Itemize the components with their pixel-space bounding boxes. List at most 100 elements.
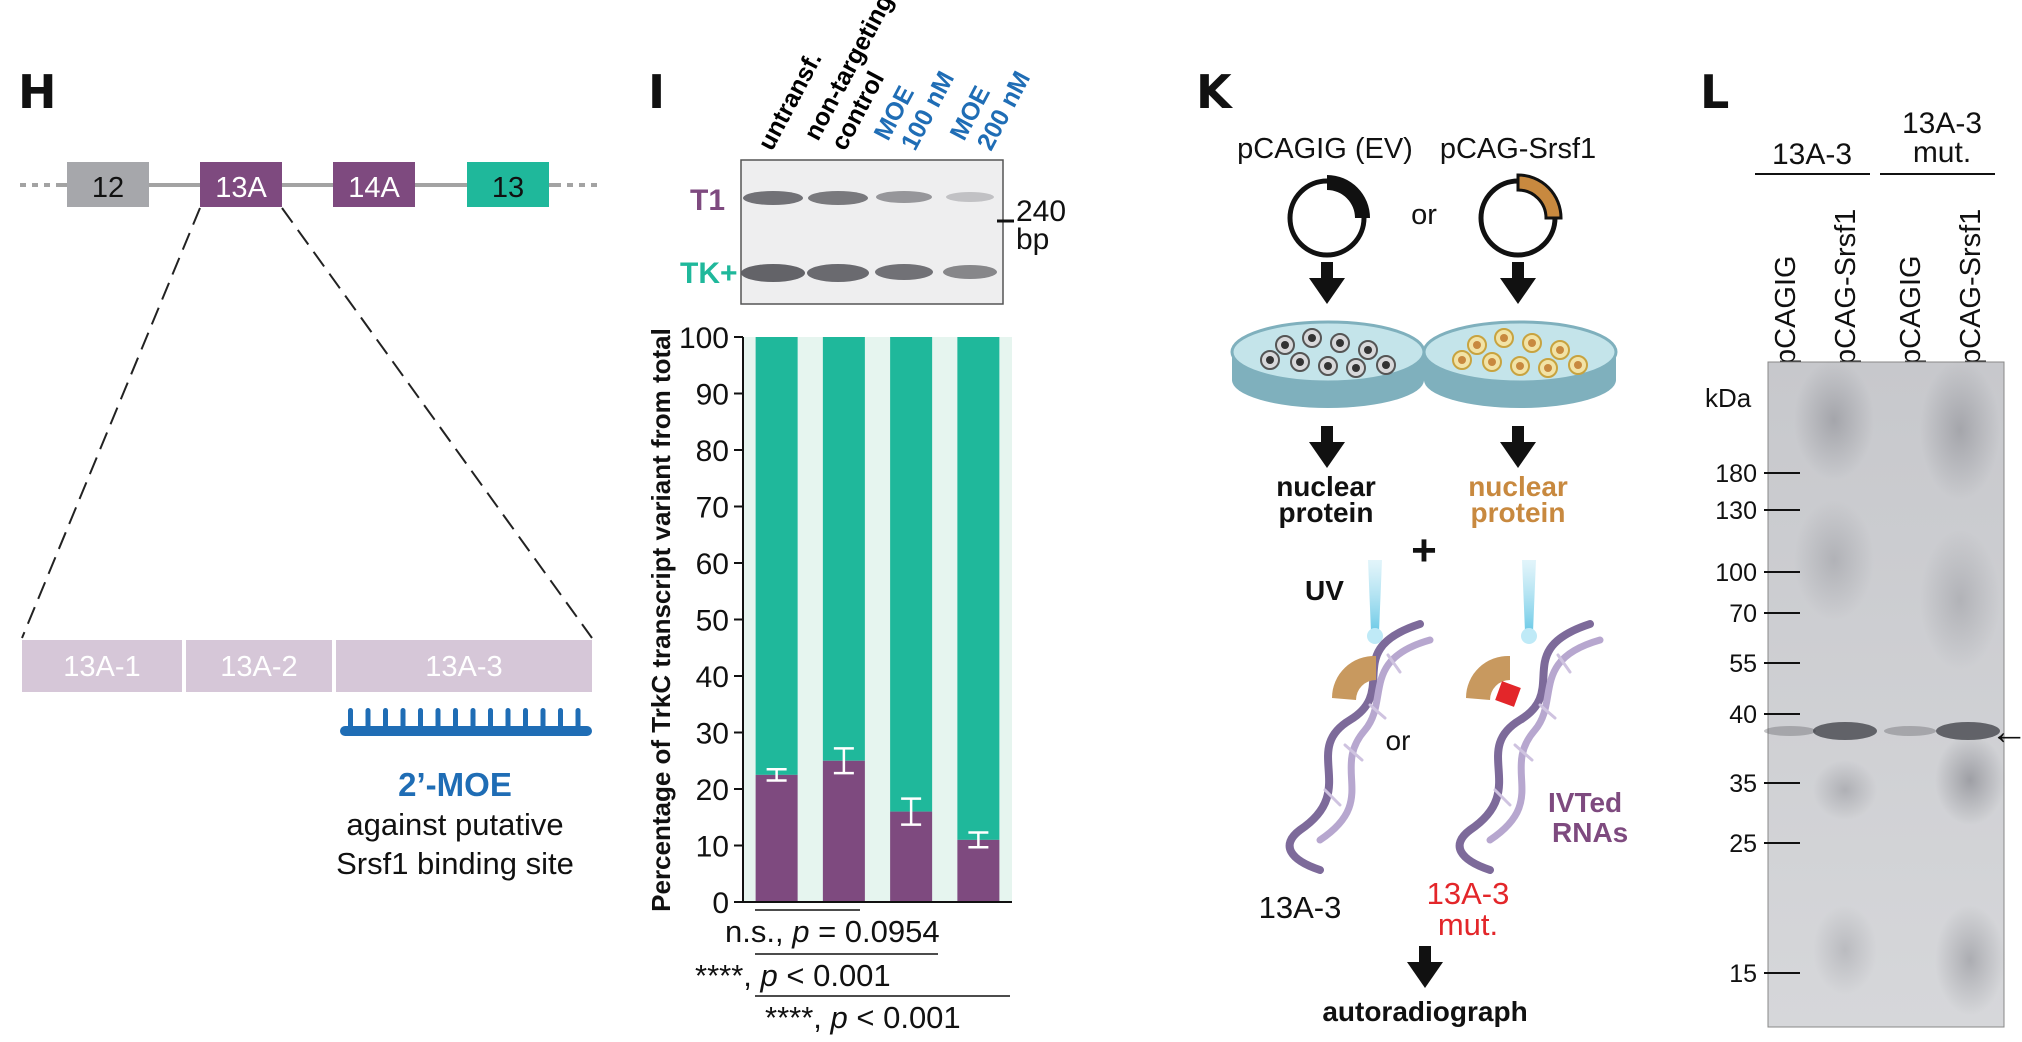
error-bar — [968, 831, 989, 849]
nuclear-protein-left-2: protein — [1279, 497, 1374, 528]
down-arrow-icon — [1309, 262, 1345, 304]
rna-label-left: 13A-3 — [1259, 890, 1342, 925]
error-bar — [766, 767, 787, 782]
zoom-line-left — [21, 207, 201, 639]
size-marker-unit: bp — [1016, 223, 1049, 256]
plasmid-right-label: pCAG-Srsf1 — [1440, 133, 1596, 165]
exon-13a-subregions: 13A-1 13A-2 13A-3 — [22, 640, 592, 692]
mw-marker-label: 15 — [1729, 960, 1757, 988]
or-label-top: or — [1411, 199, 1437, 231]
bar-tkplus — [755, 337, 798, 775]
error-bar — [901, 797, 922, 826]
stat-row-2: ****, p < 0.001 — [695, 958, 891, 993]
y-tick-label: 30 — [696, 718, 729, 751]
stat-row-1: n.s., p = 0.0954 — [725, 914, 940, 949]
nuclear-protein-left-1: nuclear — [1276, 471, 1376, 502]
mw-marker-label: 100 — [1715, 559, 1757, 587]
error-bar — [833, 747, 854, 775]
exon-13-label: 13 — [492, 172, 524, 204]
rna-helix-right-icon — [1455, 620, 1604, 874]
lane-label-l-1: pCAGIG — [1770, 255, 1802, 365]
moe-oligo-icon — [340, 708, 592, 736]
ivted-label-1: IVTed — [1548, 787, 1622, 818]
kda-label: kDa — [1705, 383, 1752, 413]
panel-label-i: I — [648, 65, 665, 119]
mw-marker-label: 130 — [1715, 497, 1757, 525]
group-label-13a-3: 13A-3 — [1772, 138, 1852, 171]
nuclear-protein-right-2: protein — [1471, 497, 1566, 528]
y-tick-label: 100 — [679, 322, 729, 355]
exon-13 — [467, 162, 549, 207]
y-tick-label: 10 — [696, 831, 729, 864]
y-tick-label: 0 — [712, 887, 729, 920]
panel-label-h: H — [18, 65, 57, 119]
y-tick-label: 40 — [696, 661, 729, 694]
zoom-line-right — [281, 207, 593, 639]
uv-beam-right-icon — [1521, 560, 1537, 644]
gel-lane-labels: untransf. non-targeting control MOE 100 … — [753, 0, 1037, 155]
panel-label-l: L — [1700, 65, 1729, 119]
down-arrow-icon — [1500, 262, 1536, 304]
srsf1-protein-right-icon — [1466, 655, 1510, 700]
ivted-label-2: RNAs — [1552, 817, 1628, 848]
y-tick-label: 80 — [696, 435, 729, 468]
subregion-13a-3: 13A-3 — [425, 651, 502, 683]
size-marker-value: 240 — [1016, 195, 1066, 228]
uv-beam-left-icon — [1367, 560, 1383, 644]
lane-label-l-2: pCAG-Srsf1 — [1830, 209, 1862, 365]
or-label-mid: or — [1386, 725, 1411, 756]
mw-marker-label: 55 — [1729, 650, 1757, 678]
y-axis-label: Percentage of TrkC transcript variant fr… — [646, 328, 676, 912]
nuclear-protein-right-1: nuclear — [1468, 471, 1568, 502]
bar-tkplus — [890, 337, 933, 812]
lane-label-l-3: pCAGIG — [1895, 255, 1927, 365]
exon-14a — [333, 162, 415, 207]
rna-label-right-1: 13A-3 — [1427, 876, 1510, 911]
rna-label-right-2: mut. — [1438, 907, 1498, 942]
rtpcr-gel — [740, 159, 1004, 305]
stats-annotations: n.s., p = 0.0954 ****, p < 0.001 ****, p… — [695, 909, 1010, 1035]
band-arrow-icon: ← — [1990, 711, 2022, 753]
uv-label: UV — [1305, 575, 1344, 606]
mw-marker-label: 180 — [1715, 460, 1757, 488]
culture-dish-right-icon — [1422, 320, 1618, 408]
moe-desc-line2: Srsf1 binding site — [336, 846, 574, 881]
group-label-13a-3-mut-2: mut. — [1913, 136, 1971, 169]
subregion-13a-2: 13A-2 — [220, 651, 297, 683]
subregion-13a-1: 13A-1 — [63, 651, 140, 683]
y-tick-label: 50 — [696, 605, 729, 638]
mutation-marker-icon — [1495, 681, 1521, 707]
y-tick-label: 70 — [696, 492, 729, 525]
group-label-13a-3-mut-1: 13A-3 — [1902, 107, 1982, 140]
exon-14a-label: 14A — [348, 172, 400, 204]
autoradiograph-label: autoradiograph — [1322, 996, 1527, 1027]
bar-t1 — [755, 774, 798, 902]
exon-13a-label: 13A — [215, 172, 267, 204]
exon-12-label: 12 — [92, 172, 124, 204]
y-tick-label: 60 — [696, 548, 729, 581]
plasmid-left-label: pCAGIG (EV) — [1237, 133, 1413, 165]
band-label-t1: T1 — [690, 184, 725, 217]
srsf1-protein-left-icon — [1332, 655, 1376, 700]
bar-t1 — [957, 839, 1000, 902]
band-label-tkplus: TK+ — [680, 257, 738, 290]
stat-row-3: ****, p < 0.001 — [765, 1000, 961, 1035]
lane-label-l-4: pCAG-Srsf1 — [1955, 209, 1987, 365]
down-arrow-icon — [1309, 426, 1345, 468]
plus-sign: + — [1411, 526, 1437, 575]
y-tick-label: 90 — [696, 379, 729, 412]
bar-tkplus — [957, 337, 1000, 840]
mw-marker-label: 70 — [1729, 600, 1757, 628]
panel-label-k: K — [1196, 65, 1234, 119]
down-arrow-icon — [1407, 946, 1443, 988]
bar-t1 — [890, 811, 933, 902]
down-arrow-icon — [1500, 426, 1536, 468]
bar-t1 — [822, 760, 865, 902]
plasmid-srsf1-icon — [1478, 173, 1563, 258]
culture-dish-left-icon — [1230, 320, 1426, 408]
bar-tkplus — [822, 337, 865, 761]
mw-marker-label: 35 — [1729, 770, 1757, 798]
